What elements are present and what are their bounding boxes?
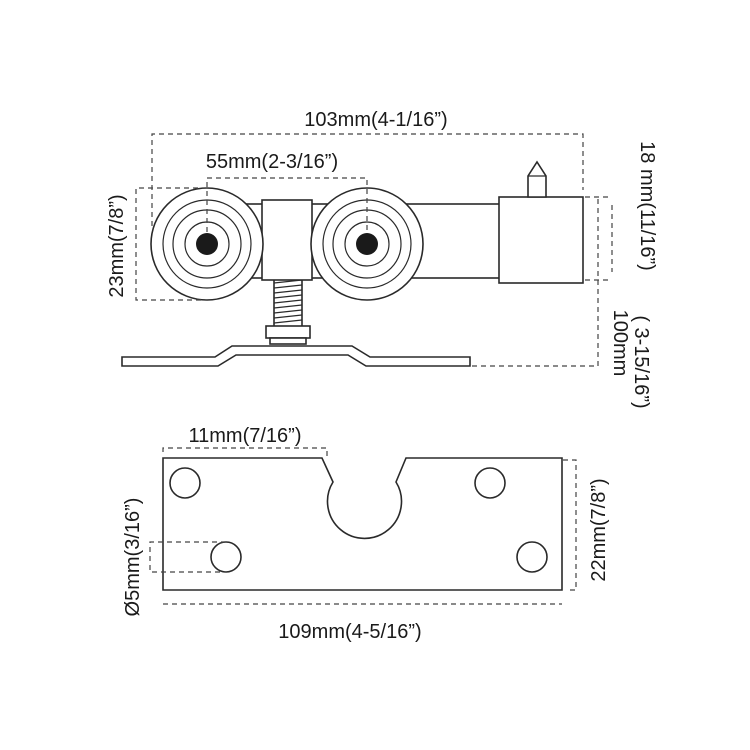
nut bbox=[265, 325, 311, 339]
base-plate bbox=[162, 457, 563, 591]
center-block bbox=[261, 199, 313, 281]
wheel-spacing-label: 55mm(2-3/16”) bbox=[206, 151, 338, 173]
total-height-mm-label: 100mm bbox=[609, 310, 631, 377]
overall-width-label: 103mm(4-1/16”) bbox=[304, 109, 447, 131]
mounting-hole bbox=[210, 541, 242, 573]
total-height-in-label: ( 3-15/16”) bbox=[630, 315, 652, 408]
mounting-hole bbox=[516, 541, 548, 573]
mounting-hole bbox=[169, 467, 201, 499]
washer bbox=[269, 337, 307, 345]
mounting-hole bbox=[474, 467, 506, 499]
slot-offset-label: 11mm(7/16”) bbox=[189, 425, 302, 447]
bottom-dimension-lines bbox=[149, 447, 577, 605]
stop-block bbox=[498, 196, 584, 284]
block-height-label: 18 mm(11/16”) bbox=[636, 141, 658, 271]
mounting-plate bbox=[121, 345, 471, 367]
plate-outline bbox=[162, 457, 563, 591]
right-wheel bbox=[310, 187, 424, 301]
plate-height-label: 22mm(7/8”) bbox=[588, 478, 610, 581]
plate-length-label: 109mm(4-5/16”) bbox=[278, 621, 421, 643]
top-dimension-lines bbox=[135, 133, 613, 367]
wheel-height-label: 23mm(7/8”) bbox=[106, 194, 128, 297]
stop-pin bbox=[527, 160, 547, 198]
hole-diameter-label: Ø5mm(3/16”) bbox=[122, 498, 144, 617]
roller-assembly bbox=[121, 160, 584, 367]
